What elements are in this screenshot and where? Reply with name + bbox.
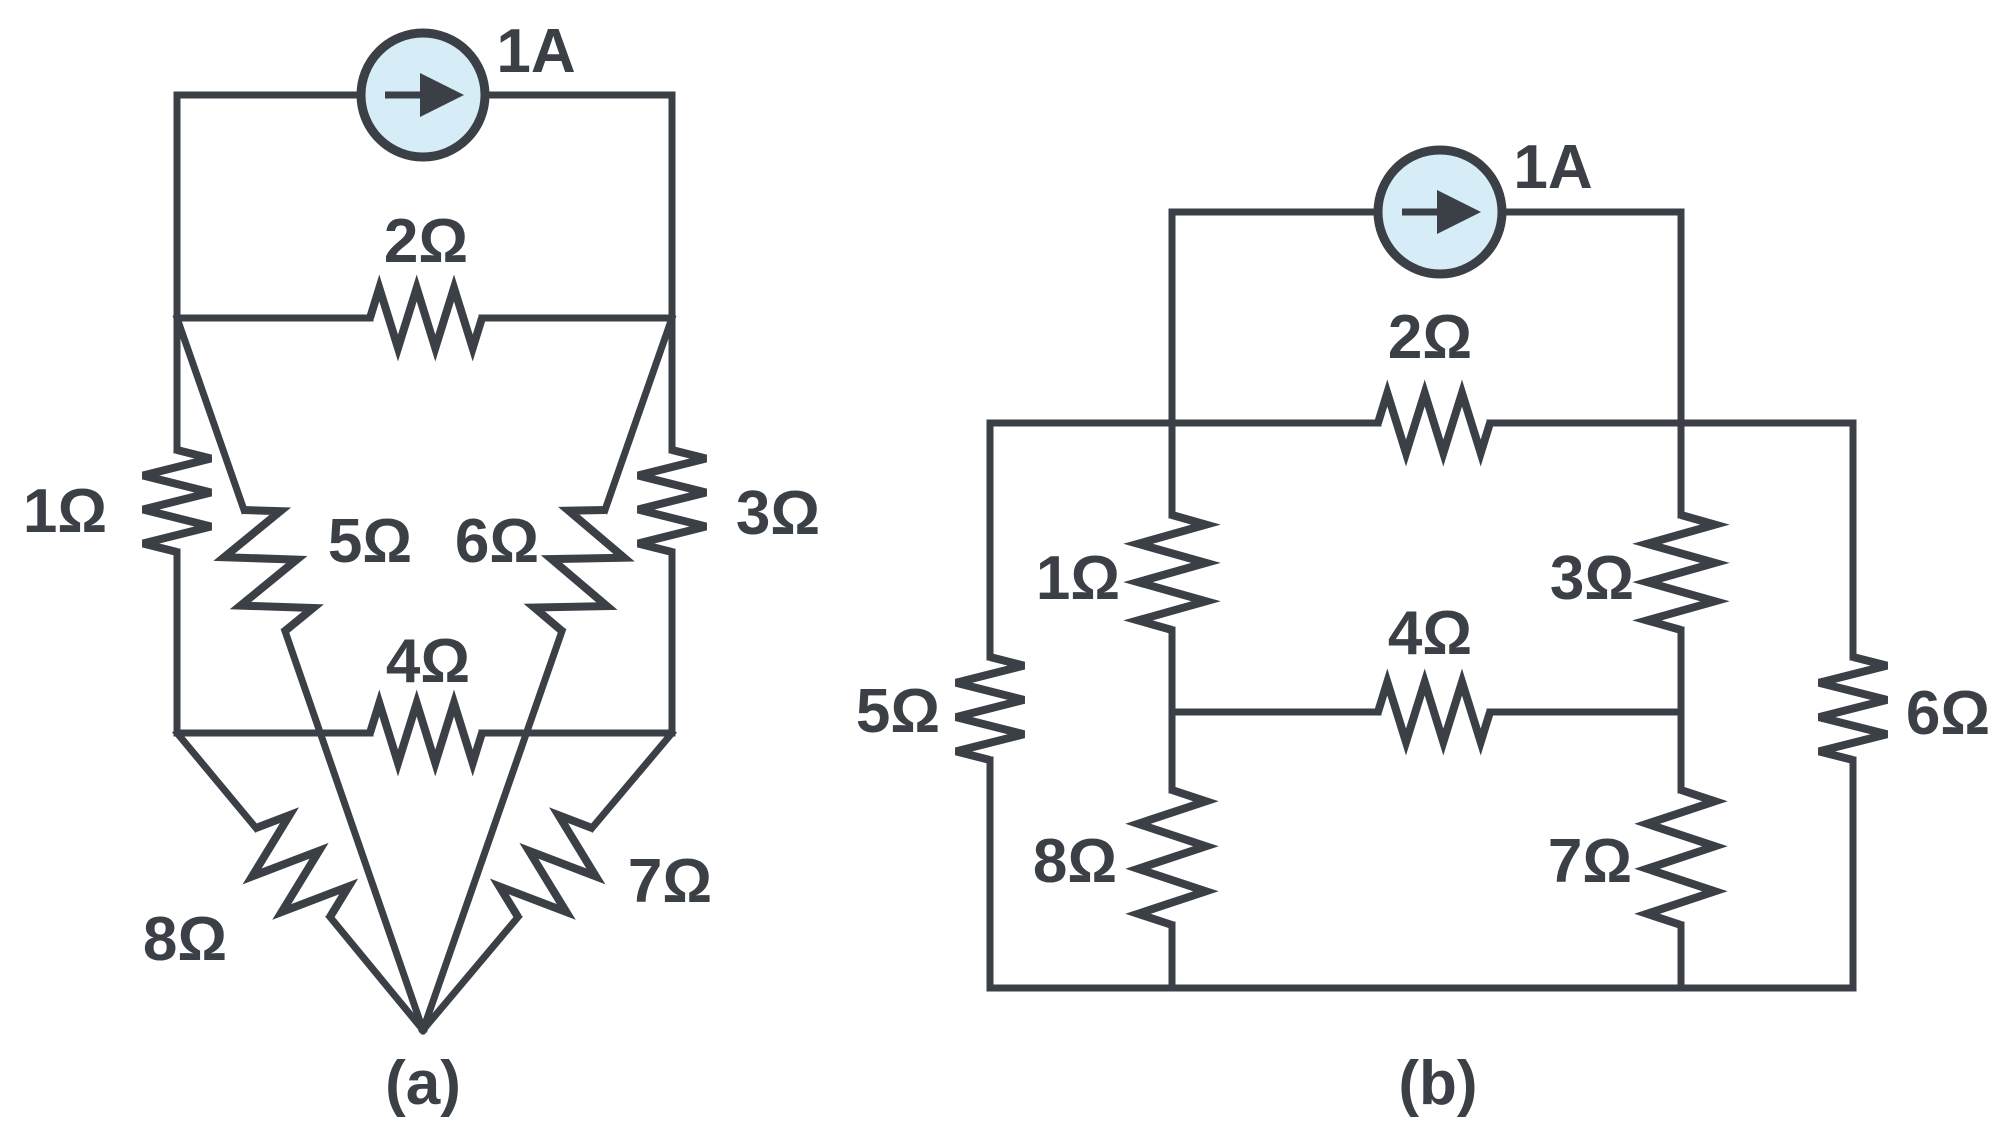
resistor-a-2ohm-zigzag xyxy=(366,274,486,362)
resistor-a-4ohm-label: 4Ω xyxy=(386,627,470,696)
resistor-b-6ohm-label: 6Ω xyxy=(1906,679,1990,748)
wire-a-diag-6ohm-lower xyxy=(418,626,567,1035)
resistor-b-8ohm-label: 8Ω xyxy=(1033,827,1117,896)
wire-a-diag-7ohm-upper xyxy=(587,728,677,833)
resistor-a-1ohm-label: 1Ω xyxy=(23,477,107,546)
resistor-a-6ohm-zigzag xyxy=(523,506,635,635)
resistor-a-4ohm-zigzag xyxy=(366,689,486,777)
resistor-a-7ohm-label: 7Ω xyxy=(628,847,712,916)
resistor-b-1ohm-zigzag xyxy=(1123,511,1221,634)
circuit-a: 1A 2Ω 1Ω 3Ω 5Ω 6Ω 4Ω 8Ω 7Ω (a) xyxy=(23,17,820,1118)
circuit-b: 1A 2Ω 1Ω 3Ω 4Ω 5Ω 6Ω 8Ω 7Ω (b) xyxy=(856,133,1990,1118)
resistor-b-4ohm-label: 4Ω xyxy=(1388,599,1472,668)
resistor-a-8ohm-zigzag xyxy=(242,807,359,920)
resistor-a-8ohm-label: 8Ω xyxy=(143,905,227,974)
resistor-b-8ohm-zigzag xyxy=(1125,786,1219,929)
resistor-b-7ohm-zigzag xyxy=(1634,786,1728,929)
resistor-a-3ohm-label: 3Ω xyxy=(736,479,820,548)
caption-b: (b) xyxy=(1398,1049,1477,1118)
resistor-b-2ohm-label: 2Ω xyxy=(1388,303,1472,372)
resistor-b-7ohm-label: 7Ω xyxy=(1548,827,1632,896)
resistor-a-5ohm-label: 5Ω xyxy=(328,507,412,576)
resistor-b-1ohm-label: 1Ω xyxy=(1036,544,1120,613)
source-b-label: 1A xyxy=(1513,133,1592,202)
resistor-b-2ohm-zigzag xyxy=(1374,379,1494,467)
resistor-b-3ohm-zigzag xyxy=(1632,511,1730,634)
resistor-b-4ohm-zigzag xyxy=(1374,668,1494,756)
arrow-right-icon-head xyxy=(1437,190,1481,234)
resistor-b-5ohm-zigzag xyxy=(955,653,1025,764)
resistor-b-5ohm-label: 5Ω xyxy=(856,677,940,746)
source-a-label: 1A xyxy=(496,17,575,86)
wire-a-diag-8ohm-lower xyxy=(325,912,428,1035)
resistor-a-2ohm-label: 2Ω xyxy=(384,207,468,276)
current-source-a xyxy=(356,28,490,162)
resistor-b-6ohm-zigzag xyxy=(1818,653,1888,764)
wire-a-diag-5ohm-upper xyxy=(172,313,249,515)
wire-a-diag-8ohm-upper xyxy=(172,728,261,833)
current-source-b xyxy=(1373,145,1507,279)
resistor-a-1ohm-zigzag xyxy=(142,446,212,556)
resistor-a-6ohm-label: 6Ω xyxy=(455,507,539,576)
resistor-a-5ohm-zigzag xyxy=(213,506,324,635)
wire-a-diag-7ohm-lower xyxy=(418,912,523,1035)
resistor-b-3ohm-label: 3Ω xyxy=(1550,544,1634,613)
wire-a-diag-6ohm-upper xyxy=(600,313,677,515)
resistor-a-7ohm-zigzag xyxy=(489,807,606,920)
wire-a-diag-5ohm-lower xyxy=(280,626,428,1035)
arrow-right-icon-head xyxy=(420,73,464,117)
caption-a: (a) xyxy=(385,1049,461,1118)
resistor-a-3ohm-zigzag xyxy=(637,446,707,556)
